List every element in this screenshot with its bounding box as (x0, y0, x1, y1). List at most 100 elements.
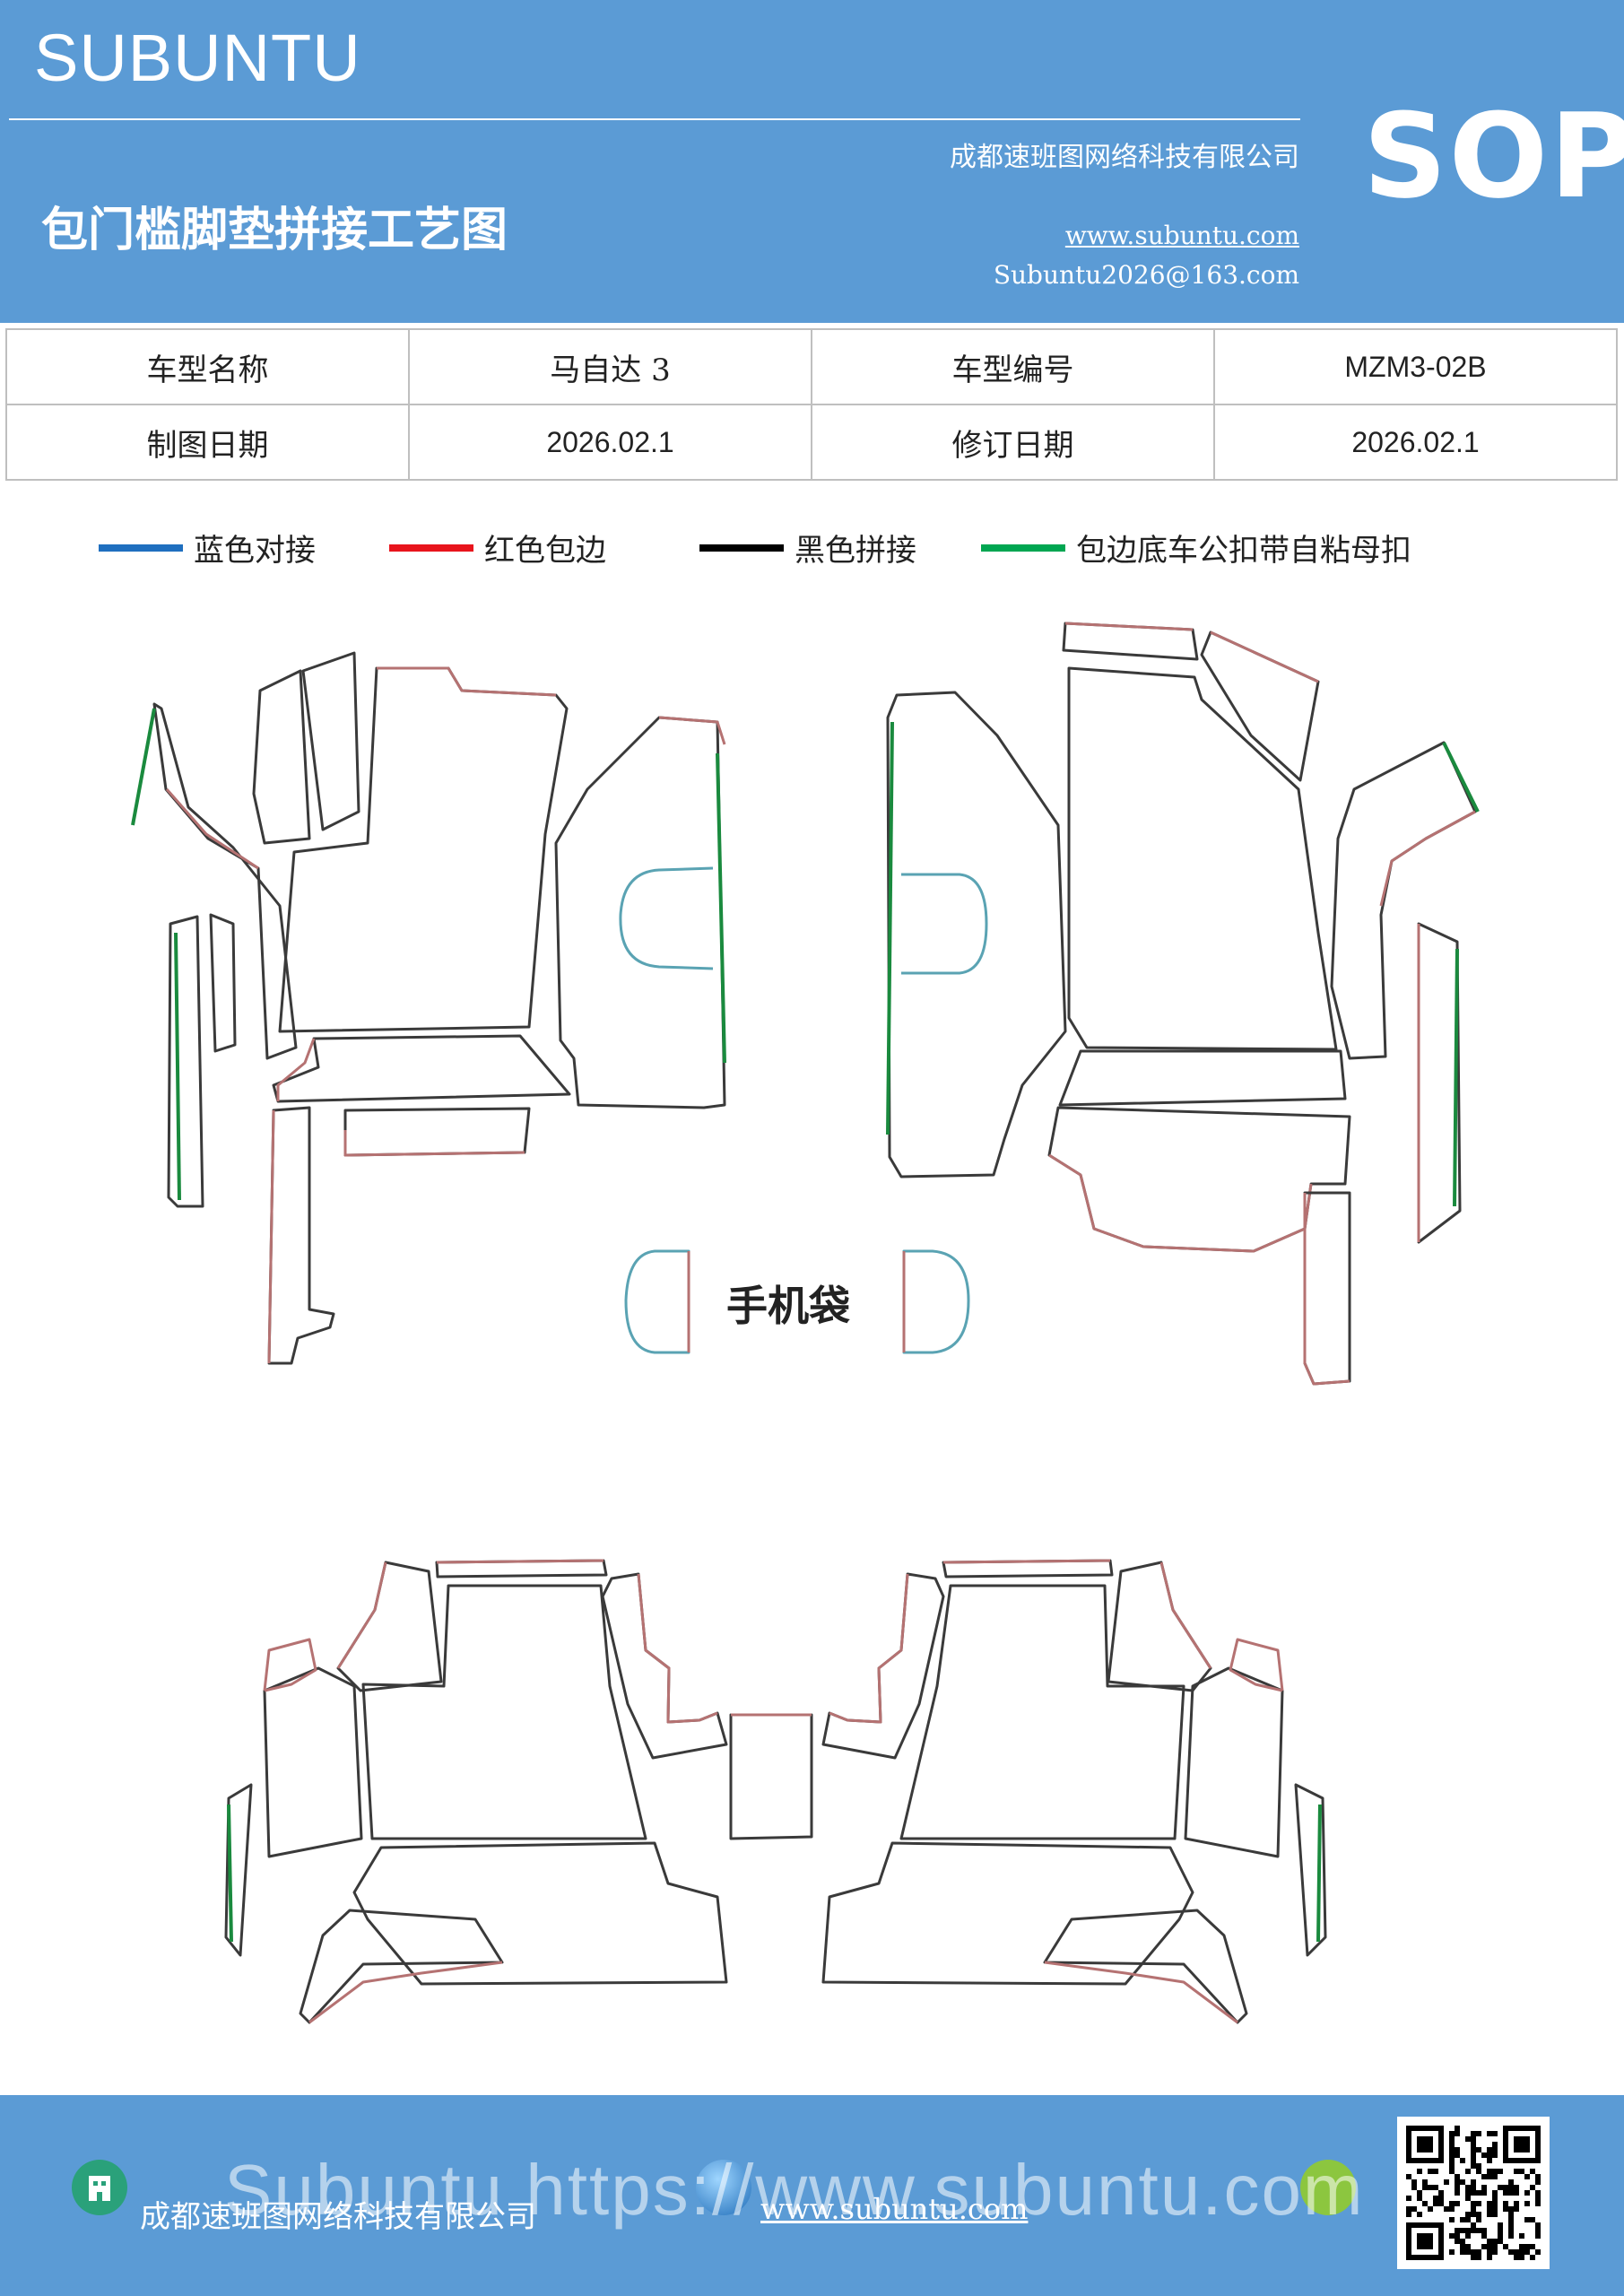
footer-company-name: 成都速班图网络科技有限公司 (140, 2199, 536, 2235)
legend-swatch (389, 544, 473, 552)
mat-edge (1044, 1961, 1238, 2024)
mat-piece (252, 669, 311, 845)
butt-joint-edge (901, 873, 988, 975)
mat-piece (267, 1106, 335, 1365)
velcro-edge (131, 708, 156, 826)
mat-piece (278, 666, 569, 1033)
mat-piece (886, 691, 1067, 1178)
phone-pocket-label: 手机袋 (726, 1282, 850, 1330)
mat-piece (224, 1783, 253, 1957)
mat-piece (263, 1666, 363, 1858)
velcro-edge (227, 1804, 233, 1943)
mat-edge (829, 1573, 909, 1724)
building-icon (72, 2160, 127, 2215)
sop-badge: SOP (1363, 88, 1624, 224)
vehicle-info-table: 车型名称 马自达 3 车型编号 MZM3-02B 制图日期 2026.02.1 … (5, 328, 1618, 481)
mat-piece (361, 1584, 647, 1840)
mat-piece (821, 1841, 1194, 1986)
brand-logo-text: SUBUNTU (34, 21, 361, 95)
mat-edge (1048, 1153, 1313, 1253)
mat-edge (1159, 1561, 1212, 1669)
mat-edge (267, 1109, 275, 1364)
legend-label: 红色包边 (484, 533, 606, 569)
mat-piece (343, 1107, 531, 1157)
document-title: 包门槛脚垫拼接工艺图 (41, 204, 508, 257)
legend-label: 蓝色对接 (194, 533, 316, 569)
color-legend: 蓝色对接 红色包边 黑色拼接 包边底车公扣带自粘母扣 (0, 526, 1624, 570)
contact-email[interactable]: Subuntu2026@163.com (993, 260, 1299, 290)
mat-edge (165, 788, 259, 870)
velcro-edge (174, 932, 181, 1201)
mat-edge (1379, 810, 1476, 907)
rear-mat-group (224, 1559, 1327, 2024)
company-name: 成都速班图网络科技有限公司 (950, 142, 1299, 173)
mat-piece (554, 716, 726, 1109)
legend-item-black: 黑色拼接 (699, 526, 916, 570)
table-row: 制图日期 2026.02.1 修订日期 2026.02.1 (5, 404, 1618, 481)
mat-edge (263, 1638, 317, 1692)
footer-watermark: Subuntu https://www.subuntu.com (224, 2150, 1365, 2230)
mat-edge (276, 1038, 316, 1101)
velcro-edge (716, 752, 726, 1064)
header-banner: SUBUNTU 包门槛脚垫拼接工艺图 成都速班图网络科技有限公司 www.sub… (0, 0, 1624, 323)
label-cell: 修订日期 (811, 404, 1215, 481)
butt-joint-edge (619, 866, 714, 970)
wechat-icon (1300, 2160, 1356, 2215)
legend-item-green: 包边底车公扣带自粘母扣 (981, 526, 1411, 570)
phone-pocket-group (624, 1249, 970, 1354)
front-left-mat-group (131, 651, 726, 1365)
mat-edge (308, 1961, 503, 2024)
mat-piece (1303, 1191, 1351, 1386)
mat-piece (272, 1034, 571, 1103)
legend-label: 包边底车公扣带自粘母扣 (1076, 533, 1411, 569)
mat-piece (1043, 1909, 1248, 2024)
label-cell: 车型编号 (811, 328, 1215, 405)
velcro-edge (1442, 742, 1480, 813)
phone-pocket-right (902, 1249, 970, 1354)
mat-piece (729, 1713, 813, 1840)
mat-piece (299, 1909, 504, 2024)
mat-piece (336, 1561, 443, 1692)
legend-item-blue: 蓝色对接 (99, 526, 316, 570)
velcro-edge (886, 721, 894, 1135)
mat-edge (637, 1573, 718, 1724)
mat-edge (336, 1561, 387, 1669)
value-cell: 马自达 3 (408, 328, 812, 405)
mat-piece (209, 913, 237, 1053)
mat-edge (942, 1559, 1111, 1564)
front-right-mat-group (886, 622, 1480, 1386)
legend-item-red: 红色包边 (389, 526, 606, 570)
legend-label: 黑色拼接 (795, 533, 916, 569)
value-cell: MZM3-02B (1213, 328, 1618, 405)
mat-piece (352, 1841, 728, 1986)
legend-swatch (699, 544, 784, 552)
mat-edge (1303, 1193, 1350, 1386)
mat-piece (1294, 1783, 1327, 1957)
website-link[interactable]: www.subuntu.com (1064, 221, 1299, 250)
velcro-edge (1316, 1804, 1322, 1943)
qr-code-icon[interactable] (1397, 2117, 1550, 2269)
mat-piece (1330, 741, 1477, 1060)
mat-edge (377, 666, 557, 697)
mat-edge (1229, 1638, 1284, 1692)
mat-edge (436, 1559, 604, 1564)
label-cell: 制图日期 (5, 404, 410, 481)
mat-piece (301, 651, 360, 831)
phone-pocket-left (624, 1249, 690, 1354)
mat-edge (343, 1130, 525, 1157)
legend-swatch (981, 544, 1065, 552)
mat-piece (1107, 1561, 1212, 1692)
mat-piece (899, 1584, 1185, 1840)
mat-piece (1058, 1049, 1347, 1107)
footer-banner: 成都速班图网络科技有限公司 www.subuntu.com Subuntu ht… (0, 2095, 1624, 2296)
label-cell: 车型名称 (5, 328, 410, 405)
footer-website-link[interactable]: www.subuntu.com (760, 2192, 1029, 2226)
mat-piece (167, 915, 204, 1208)
mat-piece (1067, 666, 1338, 1051)
globe-icon (696, 2160, 751, 2215)
header-divider (9, 118, 1300, 120)
mat-edge (1064, 622, 1194, 631)
mat-edge (1210, 631, 1319, 683)
value-cell: 2026.02.1 (408, 404, 812, 481)
